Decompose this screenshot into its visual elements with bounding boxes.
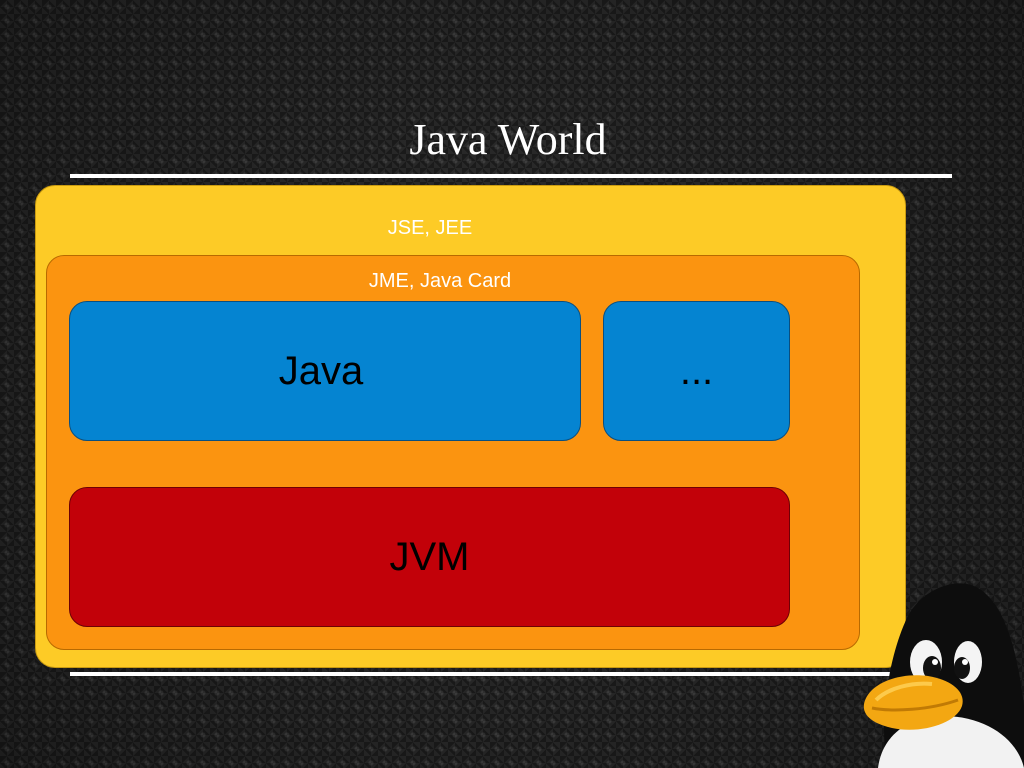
jse-jee-label: JSE, JEE — [387, 217, 473, 239]
jme-javacard-label: JME, Java Card — [368, 270, 512, 292]
penguin-beak — [863, 675, 963, 730]
penguin-icon — [863, 583, 1024, 768]
java-language-label: Java — [278, 348, 364, 393]
jvm-box: JVM — [69, 487, 790, 627]
slide-title: Java World — [409, 115, 607, 164]
other-languages-label: ... — [679, 348, 714, 393]
java-language-box: Java — [69, 301, 581, 441]
jvm-label: JVM — [389, 534, 470, 579]
title-rule-top — [70, 174, 952, 178]
other-languages-box: ... — [603, 301, 790, 441]
title-rule-bottom — [70, 672, 952, 676]
